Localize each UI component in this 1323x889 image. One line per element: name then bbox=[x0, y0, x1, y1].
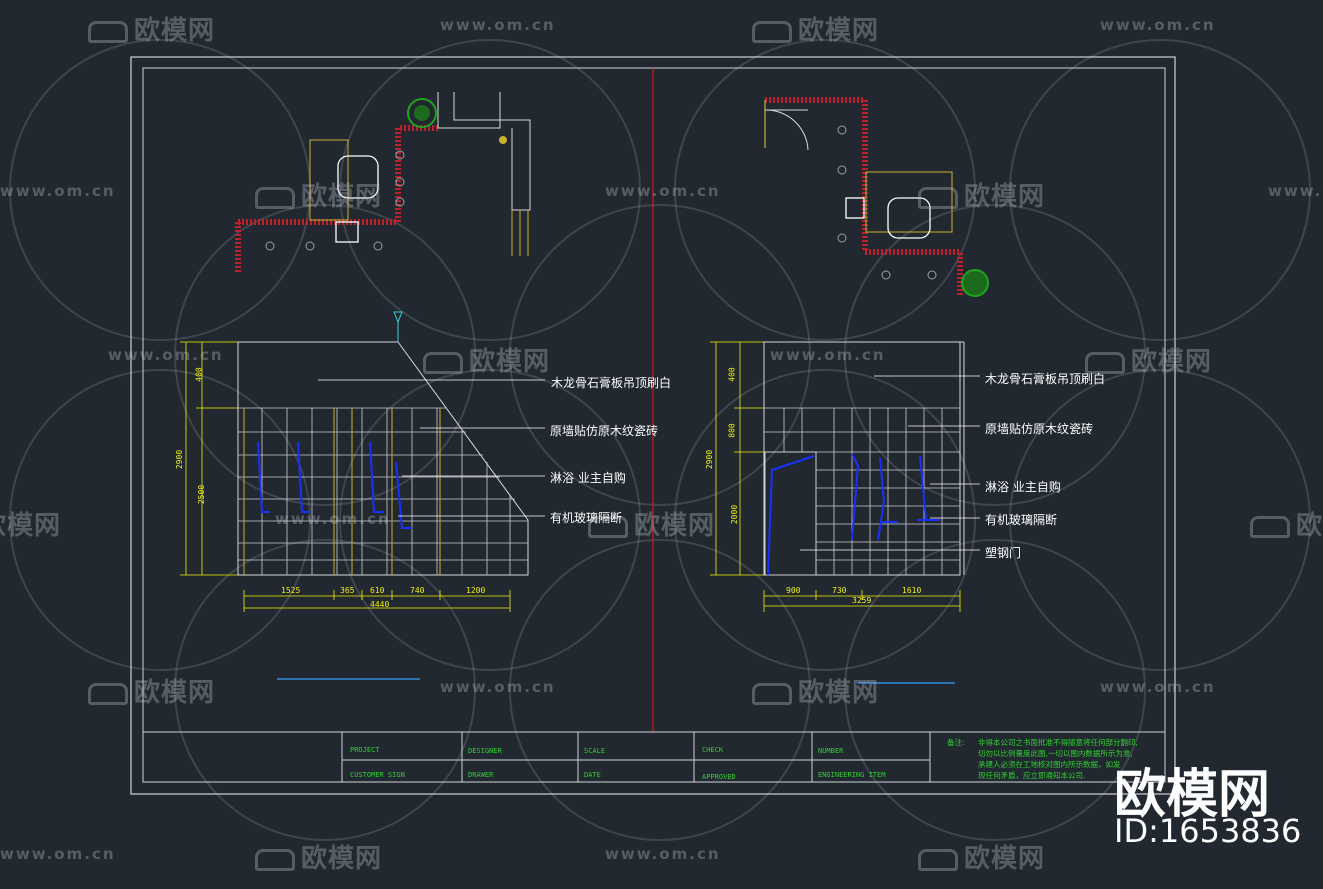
tb-scale: SCALE bbox=[584, 747, 606, 755]
brand-overlay-id: ID:1653836 bbox=[1114, 812, 1302, 850]
tb-note-line: 非得本公司之书面批准不得随意将任何部分翻印, bbox=[978, 738, 1138, 747]
tb-check: CHECK bbox=[702, 746, 724, 754]
right-elevation bbox=[710, 341, 980, 684]
dim-label-vertical: 400 bbox=[194, 367, 204, 382]
dim-label: 610 bbox=[370, 586, 385, 595]
dim-label: 1525 bbox=[281, 586, 301, 595]
dim-label-vertical: 2900 bbox=[705, 449, 715, 470]
callout-ceiling: 木龙骨石膏板吊顶刷白 bbox=[551, 376, 672, 390]
tb-drawer: DRAWER bbox=[468, 771, 494, 779]
tb-approved: APPROVED bbox=[702, 773, 736, 781]
callout-plastic-steel-door: 塑钢门 bbox=[985, 546, 1022, 560]
dim-label-vertical: 800 bbox=[727, 423, 737, 438]
dim-label: 1610 bbox=[902, 586, 922, 595]
tb-note-line: 切勿以比例量度此图,一切以图内数据所示为准, bbox=[978, 749, 1133, 758]
callout-shower: 淋浴 业主自购 bbox=[985, 480, 1061, 494]
dim-total-label: 4440 bbox=[370, 600, 390, 609]
tb-note-line: 承建人必须在工地核对图内所示数据，如发 bbox=[978, 760, 1121, 769]
left-plan bbox=[235, 92, 531, 272]
watermark-circles bbox=[9, 39, 1311, 841]
dim-label-vertical: 400 bbox=[727, 367, 737, 382]
right-plan bbox=[764, 97, 989, 297]
dim-label-vertical: 2900 bbox=[175, 449, 185, 470]
inner-frame bbox=[142, 67, 1166, 783]
dim-label-vertical: 2000 bbox=[730, 504, 740, 525]
callout-wall-tile: 原墙贴仿原木纹瓷砖 bbox=[550, 424, 659, 438]
dim-label: 900 bbox=[786, 586, 801, 595]
brand-overlay-name: 欧模网 bbox=[1114, 765, 1271, 825]
tb-engineering-item: ENGINEERING ITEM bbox=[818, 771, 886, 779]
tb-project: PROJECT bbox=[350, 746, 380, 754]
dim-label: 730 bbox=[832, 586, 847, 595]
callout-shower: 淋浴 业主自购 bbox=[550, 471, 626, 485]
tb-note-label: 备注: bbox=[947, 738, 965, 747]
callout-glass-partition: 有机玻璃隔断 bbox=[550, 511, 623, 525]
tb-designer: DESIGNER bbox=[468, 747, 502, 755]
dim-label-vertical: 2500 bbox=[197, 484, 207, 505]
tb-number: NUMBER bbox=[818, 747, 844, 755]
tb-customer-sign: CUSTOMER SIGN bbox=[350, 771, 405, 779]
callout-glass-partition: 有机玻璃隔断 bbox=[985, 513, 1058, 527]
title-block-lines bbox=[143, 731, 1165, 782]
outer-frame bbox=[130, 56, 1176, 795]
tb-date: DATE bbox=[584, 771, 601, 779]
tb-note-line: 现任何矛盾，应立即通知本公司. bbox=[978, 771, 1086, 780]
left-elevation bbox=[180, 311, 545, 680]
callout-wall-tile: 原墙贴仿原木纹瓷砖 bbox=[985, 422, 1094, 436]
dim-label: 740 bbox=[410, 586, 425, 595]
callout-ceiling: 木龙骨石膏板吊顶刷白 bbox=[985, 372, 1106, 386]
dim-label: 1200 bbox=[466, 586, 486, 595]
dim-total-label: 3259 bbox=[852, 596, 872, 605]
dim-label: 365 bbox=[340, 586, 355, 595]
